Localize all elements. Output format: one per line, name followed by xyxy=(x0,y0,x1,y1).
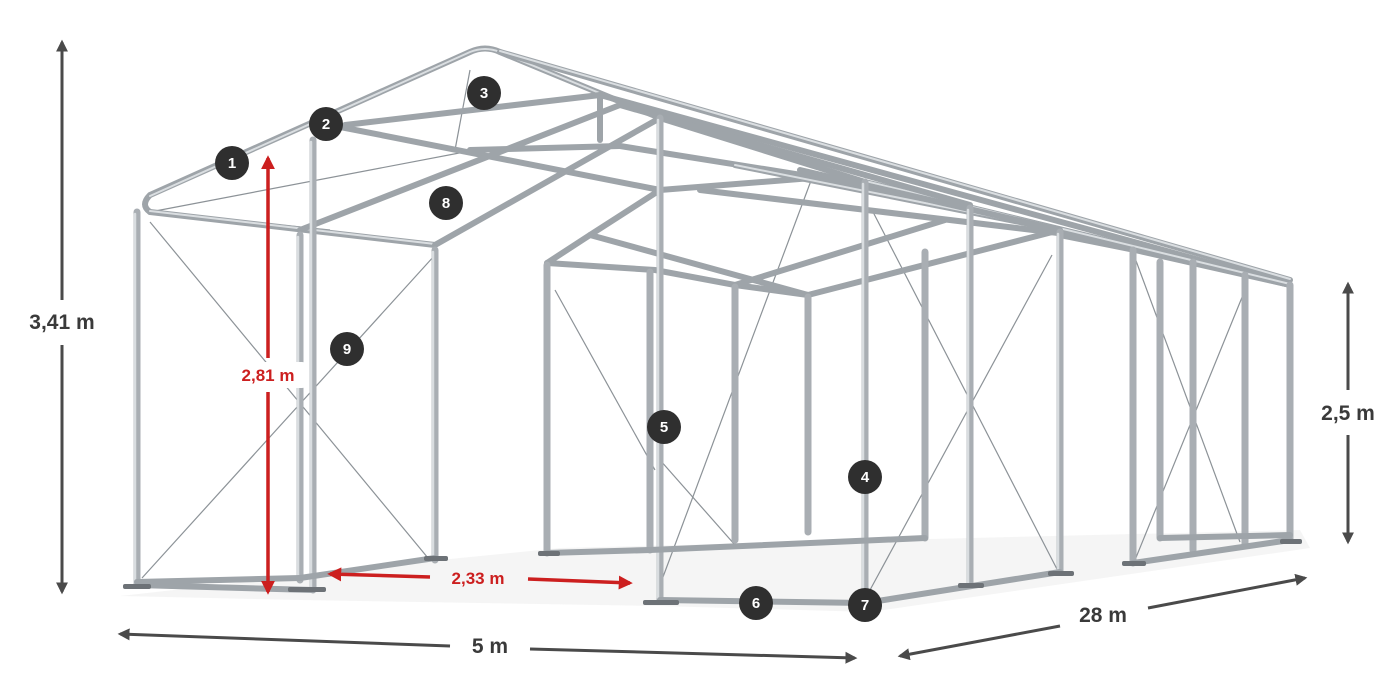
part-marker-6-label: 6 xyxy=(752,595,760,612)
part-marker-1: 1 xyxy=(215,146,249,180)
bracing-cables xyxy=(141,69,1246,591)
part-marker-5-label: 5 xyxy=(660,419,668,436)
tent-frame xyxy=(123,45,1302,608)
far-frame xyxy=(544,143,1293,298)
part-marker-1-label: 1 xyxy=(228,155,236,172)
part-marker-8: 8 xyxy=(429,186,463,220)
column-front-door-right xyxy=(309,136,317,594)
column-corner xyxy=(861,178,869,607)
part-marker-8-label: 8 xyxy=(442,195,450,212)
base-rails xyxy=(134,532,1293,606)
side-height-label: 2,5 m xyxy=(1321,402,1375,425)
part-marker-7-label: 7 xyxy=(861,597,869,614)
dimension-length: 28 m xyxy=(897,573,1308,661)
dimension-width: 5 m xyxy=(117,628,858,664)
dimension-side-height: 2,5 m xyxy=(1321,281,1375,545)
part-marker-3: 3 xyxy=(467,76,501,110)
dimension-entrance-height: 2,81 m xyxy=(230,155,306,595)
base-plates xyxy=(123,539,1302,608)
width-label: 5 m xyxy=(472,635,508,658)
part-marker-9-label: 9 xyxy=(343,341,351,358)
part-marker-9: 9 xyxy=(330,332,364,366)
part-marker-2: 2 xyxy=(309,107,343,141)
dimension-total-height: 3,41 m xyxy=(29,39,95,595)
column-front-right xyxy=(431,246,439,564)
part-marker-7: 7 xyxy=(848,588,882,622)
entrance-width-label: 2,33 m xyxy=(452,569,505,588)
roof-frame xyxy=(142,45,1293,288)
columns xyxy=(133,114,1294,607)
entrance-height-label: 2,81 m xyxy=(242,366,295,385)
part-marker-5: 5 xyxy=(647,410,681,444)
length-label: 28 m xyxy=(1079,604,1127,627)
dimension-entrance-width: 2,33 m xyxy=(327,567,633,590)
total-height-label: 3,41 m xyxy=(29,311,94,334)
part-marker-4-label: 4 xyxy=(861,469,870,486)
part-marker-6: 6 xyxy=(739,586,773,620)
column-front-door-left xyxy=(296,231,304,584)
part-marker-3-label: 3 xyxy=(480,85,488,102)
part-marker-2-label: 2 xyxy=(322,116,330,133)
column-side-front xyxy=(656,114,664,604)
column-front-left xyxy=(133,208,141,589)
ground-shadow xyxy=(120,530,1310,612)
part-marker-4: 4 xyxy=(848,460,882,494)
